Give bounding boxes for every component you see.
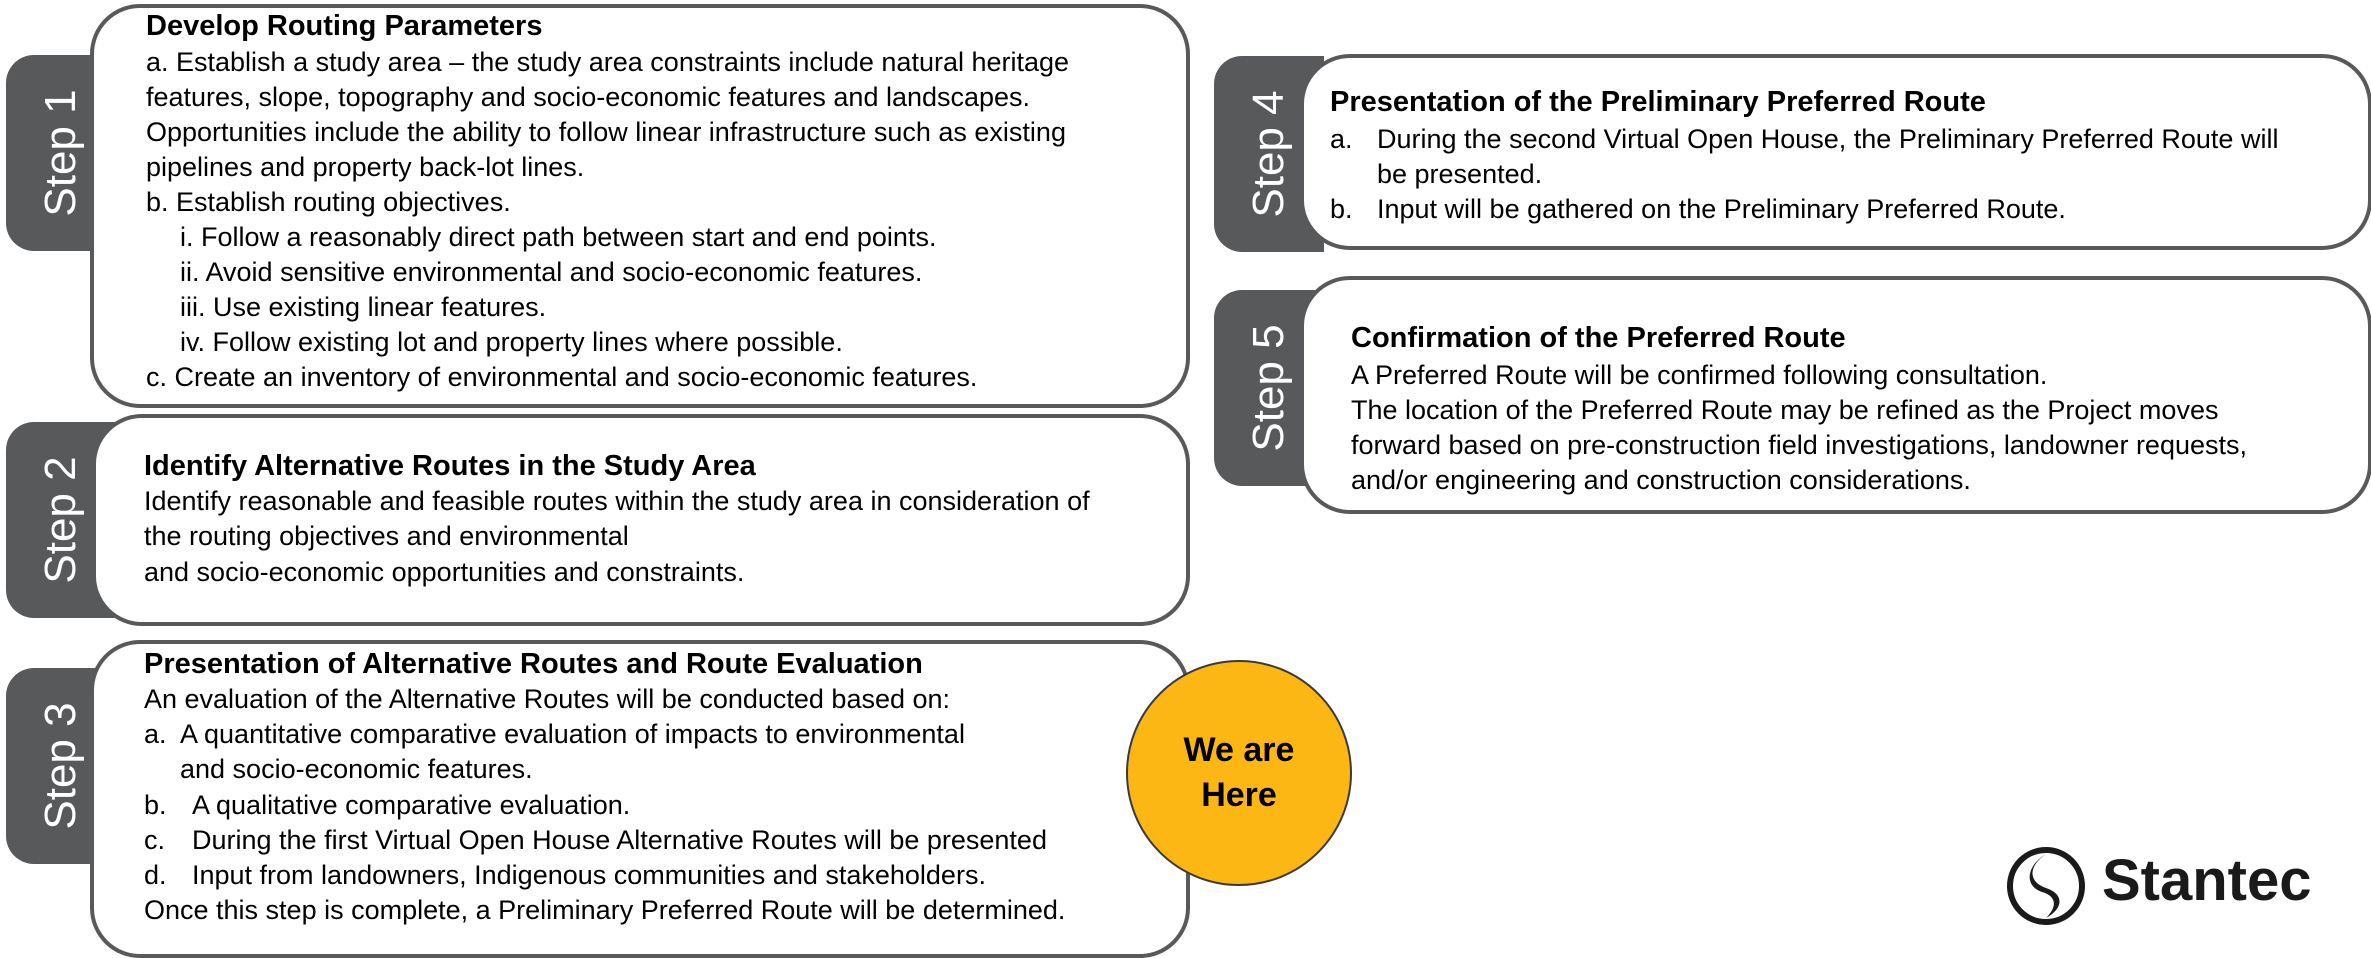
step-2-card	[92, 414, 1190, 626]
step-1-line: i. Follow a reasonably direct path betwe…	[180, 222, 937, 252]
step-1-line: features, slope, topography and socio-ec…	[146, 82, 1031, 112]
step-3-item-marker: d.	[144, 860, 167, 890]
step-5-line: and/or engineering and construction cons…	[1351, 465, 1971, 495]
stantec-logo: Stantec	[2006, 842, 2312, 930]
step-3-item-text: During the first Virtual Open House Alte…	[192, 825, 1047, 855]
step-4-item-text: During the second Virtual Open House, th…	[1377, 124, 2279, 154]
step-5-title: Confirmation of the Preferred Route	[1351, 322, 1846, 354]
step-3-card	[90, 640, 1190, 958]
step-4-title: Presentation of the Preliminary Preferre…	[1330, 86, 1986, 118]
step-4-item-marker: a.	[1330, 124, 1353, 154]
step-1-line: pipelines and property back-lot lines.	[146, 152, 585, 182]
step-3-item-text: A qualitative comparative evaluation.	[192, 790, 631, 820]
step-5-line: The location of the Preferred Route may …	[1351, 395, 2219, 425]
step-3-label: Step 3	[36, 702, 85, 830]
step-3-intro: An evaluation of the Alternative Routes …	[144, 684, 951, 714]
step-2-label: Step 2	[36, 456, 85, 584]
step-3-item-text: Input from landowners, Indigenous commun…	[192, 860, 986, 890]
step-2-title: Identify Alternative Routes in the Study…	[144, 450, 756, 482]
we-are-here-badge: We are Here	[1126, 660, 1352, 886]
step-1-line: iii. Use existing linear features.	[180, 292, 547, 322]
step-4-item-cont: be presented.	[1377, 159, 1543, 189]
step-2-line: and socio-economic opportunities and con…	[144, 557, 745, 587]
step-2-line: Identify reasonable and feasible routes …	[144, 486, 1090, 516]
step-1-title: Develop Routing Parameters	[146, 10, 543, 42]
stantec-logo-icon	[2007, 847, 2085, 925]
step-5-line: A Preferred Route will be confirmed foll…	[1351, 360, 2048, 390]
step-4-label: Step 4	[1244, 90, 1293, 218]
step-3-title: Presentation of Alternative Routes and R…	[144, 648, 923, 680]
step-1-label: Step 1	[36, 89, 85, 217]
step-5-line: forward based on pre-construction field …	[1351, 430, 2247, 460]
step-1-line: a. Establish a study area – the study ar…	[146, 47, 1070, 77]
step-4-item-text: Input will be gathered on the Preliminar…	[1377, 194, 2066, 224]
step-4-item-marker: b.	[1330, 194, 1353, 224]
step-1-line: c. Create an inventory of environmental …	[146, 362, 978, 392]
step-1-line: b. Establish routing objectives.	[146, 187, 511, 217]
step-1-card	[90, 4, 1190, 408]
step-3-item-marker: b.	[144, 790, 167, 820]
step-4-card	[1300, 54, 2371, 250]
step-3-item-marker: a.	[144, 719, 167, 749]
step-1-line: iv. Follow existing lot and property lin…	[180, 327, 843, 357]
step-3-outro: Once this step is complete, a Preliminar…	[144, 895, 1066, 925]
step-5-label: Step 5	[1244, 324, 1293, 452]
step-3-item-cont: and socio-economic features.	[180, 754, 533, 784]
step-1-line: ii. Avoid sensitive environmental and so…	[180, 257, 923, 287]
step-3-item-text: A quantitative comparative evaluation of…	[180, 719, 965, 749]
stantec-logo-text: Stantec	[2102, 848, 2312, 913]
step-2-line: the routing objectives and environmental	[144, 521, 629, 551]
step-1-line: Opportunities include the ability to fol…	[146, 117, 1066, 147]
step-3-item-marker: c.	[144, 825, 166, 855]
step-5-card	[1300, 276, 2371, 514]
we-are-here-text: We are Here	[1183, 731, 1295, 814]
